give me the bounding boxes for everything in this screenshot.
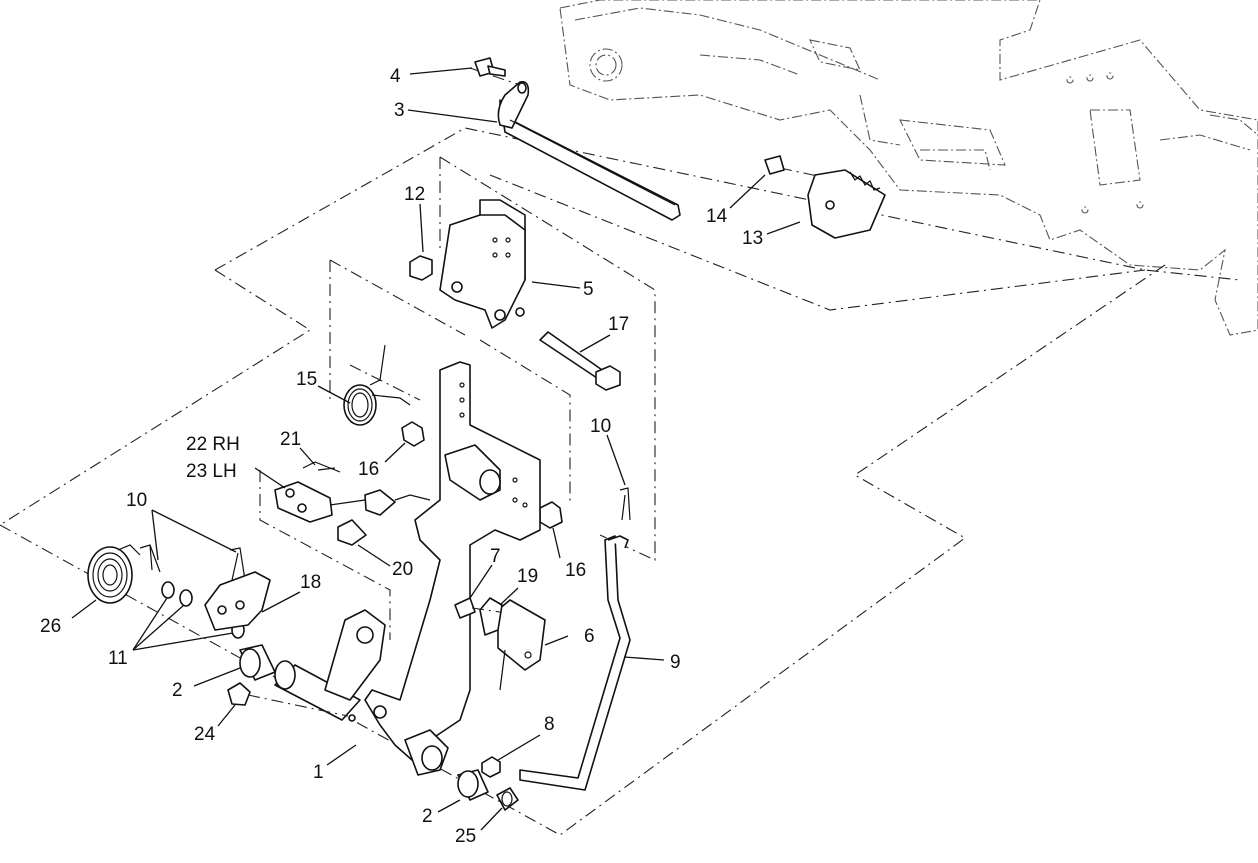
callout-17: 17: [608, 314, 629, 335]
pedal-bracket: [409, 199, 526, 329]
callout-21: 21: [280, 429, 301, 450]
callout-23-lh: 23 LH: [186, 461, 237, 482]
grease-fitting: [227, 682, 356, 722]
callout-labels: 4 3 12 5 14 13 17 15 22 RH 23 LH 21 16 1…: [40, 66, 763, 847]
pivot-shaft: [469, 67, 681, 221]
bushing-lower: [539, 501, 563, 529]
callout-15: 15: [296, 369, 317, 390]
callout-16-upper: 16: [358, 459, 379, 480]
callout-9: 9: [670, 652, 681, 673]
callout-22-rh: 22 RH: [186, 434, 240, 455]
torsion-spring: [343, 344, 411, 426]
pedal-arm: [274, 361, 541, 776]
callout-25: 25: [455, 826, 476, 847]
return-spring: [87, 544, 141, 604]
bushing-lower-left: [457, 769, 489, 801]
cotter-pins: [139, 487, 631, 581]
leader-lines: [71, 67, 801, 831]
chassis-frame: [559, 0, 1258, 336]
callout-4: 4: [390, 66, 401, 87]
callout-3: 3: [394, 100, 405, 121]
pedal-stop: [764, 155, 886, 239]
callout-24: 24: [194, 724, 216, 745]
callout-7: 7: [490, 546, 501, 567]
callout-12: 12: [404, 184, 425, 205]
lock-nut: [481, 756, 501, 778]
bushing-left: [239, 644, 276, 681]
callout-18: 18: [300, 572, 321, 593]
assembly-boundaries: [0, 127, 1241, 836]
callout-13: 13: [742, 228, 763, 249]
callout-20: 20: [392, 559, 413, 580]
callout-6: 6: [584, 626, 595, 647]
clevis-assembly: [274, 461, 431, 546]
bushing-upper: [401, 421, 425, 447]
flange-bolt: [474, 57, 506, 77]
callout-1: 1: [313, 762, 324, 783]
callout-8: 8: [544, 714, 555, 735]
callout-26: 26: [40, 616, 61, 637]
callout-5: 5: [583, 279, 594, 300]
callout-11: 11: [108, 648, 128, 669]
callout-14: 14: [706, 206, 728, 227]
thrust-washer: [496, 787, 519, 811]
callout-19: 19: [517, 566, 538, 587]
callout-10-left: 10: [126, 490, 147, 511]
callout-2-lower: 2: [422, 806, 433, 827]
lever-plate: [204, 571, 271, 631]
control-rod: [519, 535, 631, 791]
pedal-pin: [539, 331, 621, 391]
callout-2-left: 2: [172, 680, 183, 701]
switch-assembly: [454, 597, 546, 691]
callout-10-right: 10: [590, 416, 611, 437]
callout-16-lower: 16: [565, 560, 586, 581]
